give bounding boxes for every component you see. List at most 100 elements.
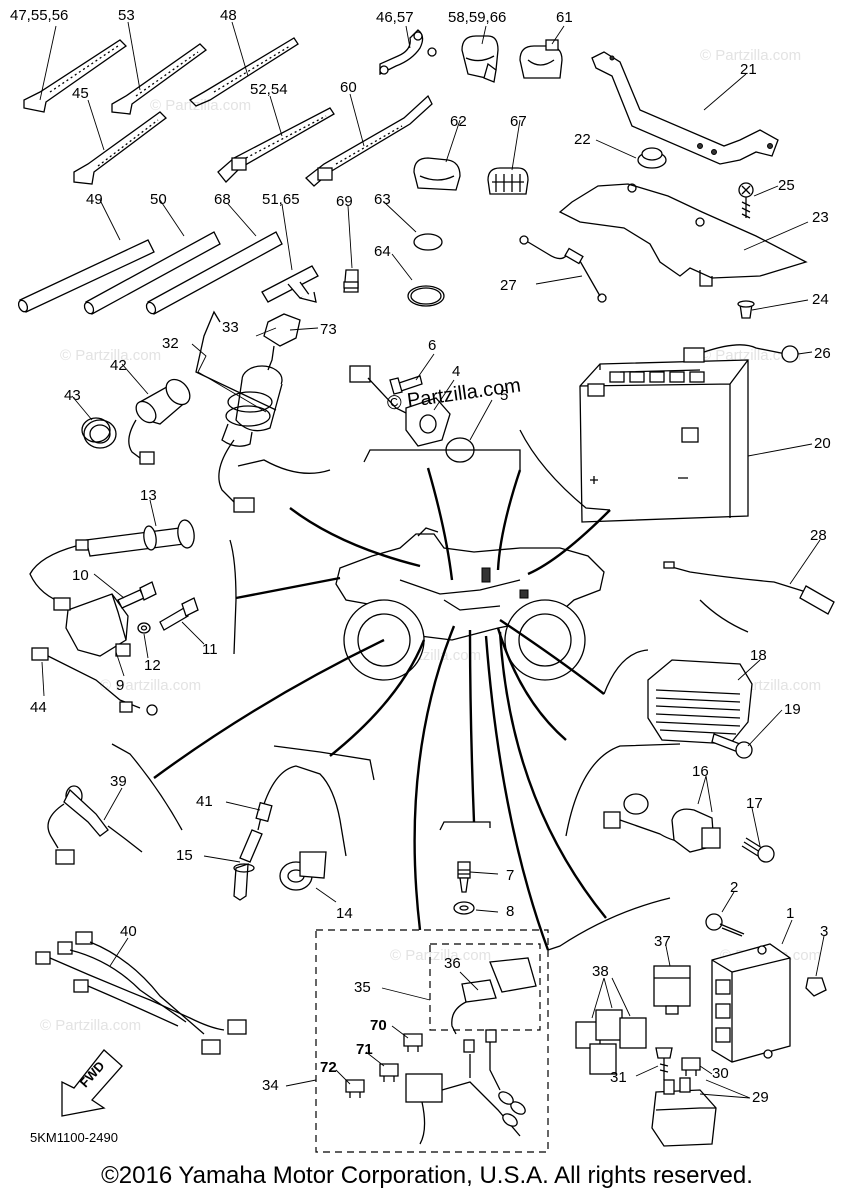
bolt-17 bbox=[741, 837, 775, 863]
relay-36 bbox=[451, 957, 537, 1035]
callout-16: 16 bbox=[692, 763, 709, 780]
fuse-72 bbox=[345, 1079, 365, 1098]
hose-49 bbox=[17, 239, 155, 313]
callout-9: 9 bbox=[116, 677, 124, 694]
cable-tie-52 bbox=[217, 107, 335, 183]
fuse-holder-34 bbox=[405, 1029, 526, 1145]
callout-10: 10 bbox=[72, 567, 89, 584]
callout-18: 18 bbox=[750, 647, 767, 664]
bolt-6 bbox=[389, 375, 423, 395]
fuse-71 bbox=[379, 1063, 399, 1082]
socket-42 bbox=[128, 378, 191, 465]
washer-12 bbox=[137, 622, 151, 634]
callout-20: 20 bbox=[814, 435, 831, 452]
callout-51: 51,65 bbox=[262, 191, 300, 208]
lead-28 bbox=[663, 561, 835, 615]
o-ring-63 bbox=[413, 233, 443, 251]
callout-37: 37 bbox=[654, 933, 671, 950]
callout-48: 48 bbox=[220, 7, 237, 24]
cover-23 bbox=[558, 183, 808, 287]
callout-23: 23 bbox=[812, 209, 829, 226]
callout-62: 62 bbox=[450, 113, 467, 130]
screw-25 bbox=[738, 182, 754, 219]
callout-44: 44 bbox=[30, 699, 47, 716]
relay-37 bbox=[653, 965, 691, 1015]
callout-1: 1 bbox=[786, 905, 794, 922]
callout-33: 33 bbox=[222, 319, 239, 336]
cable-tie-60 bbox=[305, 94, 433, 187]
rivet-24 bbox=[737, 300, 755, 319]
callout-8: 8 bbox=[506, 903, 514, 920]
fuse-box-outline bbox=[315, 929, 549, 1153]
bolt-11 bbox=[159, 597, 199, 631]
callout-40: 40 bbox=[120, 923, 137, 940]
clamp-67 bbox=[487, 167, 529, 195]
callout-41: 41 bbox=[196, 793, 213, 810]
callout-14: 14 bbox=[336, 905, 353, 922]
callout-12: 12 bbox=[144, 657, 161, 674]
switch-14 bbox=[279, 851, 327, 891]
watermark: © Partzilla.com bbox=[700, 47, 801, 64]
callout-19: 19 bbox=[784, 701, 801, 718]
cable-tie-47 bbox=[23, 39, 128, 113]
sender-4 bbox=[349, 365, 451, 447]
sender-7 bbox=[457, 861, 471, 893]
callout-7: 7 bbox=[506, 867, 514, 884]
grommet-22 bbox=[637, 147, 667, 169]
callout-53: 53 bbox=[118, 7, 135, 24]
watermark: © Partzilla.com bbox=[40, 1017, 141, 1034]
callout-60: 60 bbox=[340, 79, 357, 96]
callout-45: 45 bbox=[72, 85, 89, 102]
hose-68 bbox=[145, 231, 283, 315]
assembly-lines bbox=[153, 467, 611, 951]
watermark: © Partzilla.com bbox=[150, 97, 251, 114]
callout-labels: 47,55,56 53 48 45 52,54 60 46,57 58,59,6… bbox=[10, 7, 831, 1106]
electrical-parts-diagram: © Partzilla.com © Partzilla.com © Partzi… bbox=[10, 7, 835, 1153]
spark-plug-15 bbox=[233, 829, 263, 901]
callout-4: 4 bbox=[452, 363, 460, 380]
callout-30: 30 bbox=[712, 1065, 729, 1082]
callout-69: 69 bbox=[336, 193, 353, 210]
clamp-62 bbox=[413, 157, 461, 191]
clamp-58 bbox=[461, 35, 499, 83]
copyright-notice: ©2016 Yamaha Motor Corporation, U.S.A. A… bbox=[101, 1162, 753, 1189]
callout-24: 24 bbox=[812, 291, 829, 308]
callout-73: 73 bbox=[320, 321, 337, 338]
callout-38: 38 bbox=[592, 963, 609, 980]
callout-49: 49 bbox=[86, 191, 103, 208]
callout-17: 17 bbox=[746, 795, 763, 812]
cable-tie-45 bbox=[73, 111, 167, 185]
callout-13: 13 bbox=[140, 487, 157, 504]
group-brackets bbox=[111, 310, 749, 951]
callout-5: 5 bbox=[500, 387, 508, 404]
callout-68: 68 bbox=[214, 191, 231, 208]
callout-64: 64 bbox=[374, 243, 391, 260]
rectifier-18 bbox=[647, 659, 753, 745]
sensor-16 bbox=[603, 793, 721, 853]
wire-harness-40 bbox=[35, 931, 247, 1055]
callout-3: 3 bbox=[820, 923, 828, 940]
bolt-31 bbox=[655, 1047, 673, 1080]
hose-50 bbox=[83, 231, 221, 315]
lead-27 bbox=[519, 235, 607, 303]
callout-21: 21 bbox=[740, 61, 757, 78]
screw-2 bbox=[705, 913, 745, 937]
washer-8 bbox=[453, 901, 475, 915]
starter-relay-29 bbox=[651, 1077, 717, 1147]
callout-26: 26 bbox=[814, 345, 831, 362]
callout-29: 29 bbox=[752, 1089, 769, 1106]
callout-46: 46,57 bbox=[376, 9, 414, 26]
callout-52: 52,54 bbox=[250, 81, 288, 98]
watermark: © Partzilla.com bbox=[390, 947, 491, 964]
callout-15: 15 bbox=[176, 847, 193, 864]
callout-31: 31 bbox=[610, 1069, 627, 1086]
callout-71: 71 bbox=[356, 1041, 373, 1058]
nut-3 bbox=[805, 977, 827, 997]
callout-42: 42 bbox=[110, 357, 127, 374]
callout-34: 34 bbox=[262, 1077, 279, 1094]
watermark: © Partzilla.com bbox=[100, 677, 201, 694]
fwd-arrow: FWD bbox=[61, 1049, 123, 1117]
lead-44 bbox=[31, 647, 158, 716]
callout-58: 58,59,66 bbox=[448, 9, 506, 26]
